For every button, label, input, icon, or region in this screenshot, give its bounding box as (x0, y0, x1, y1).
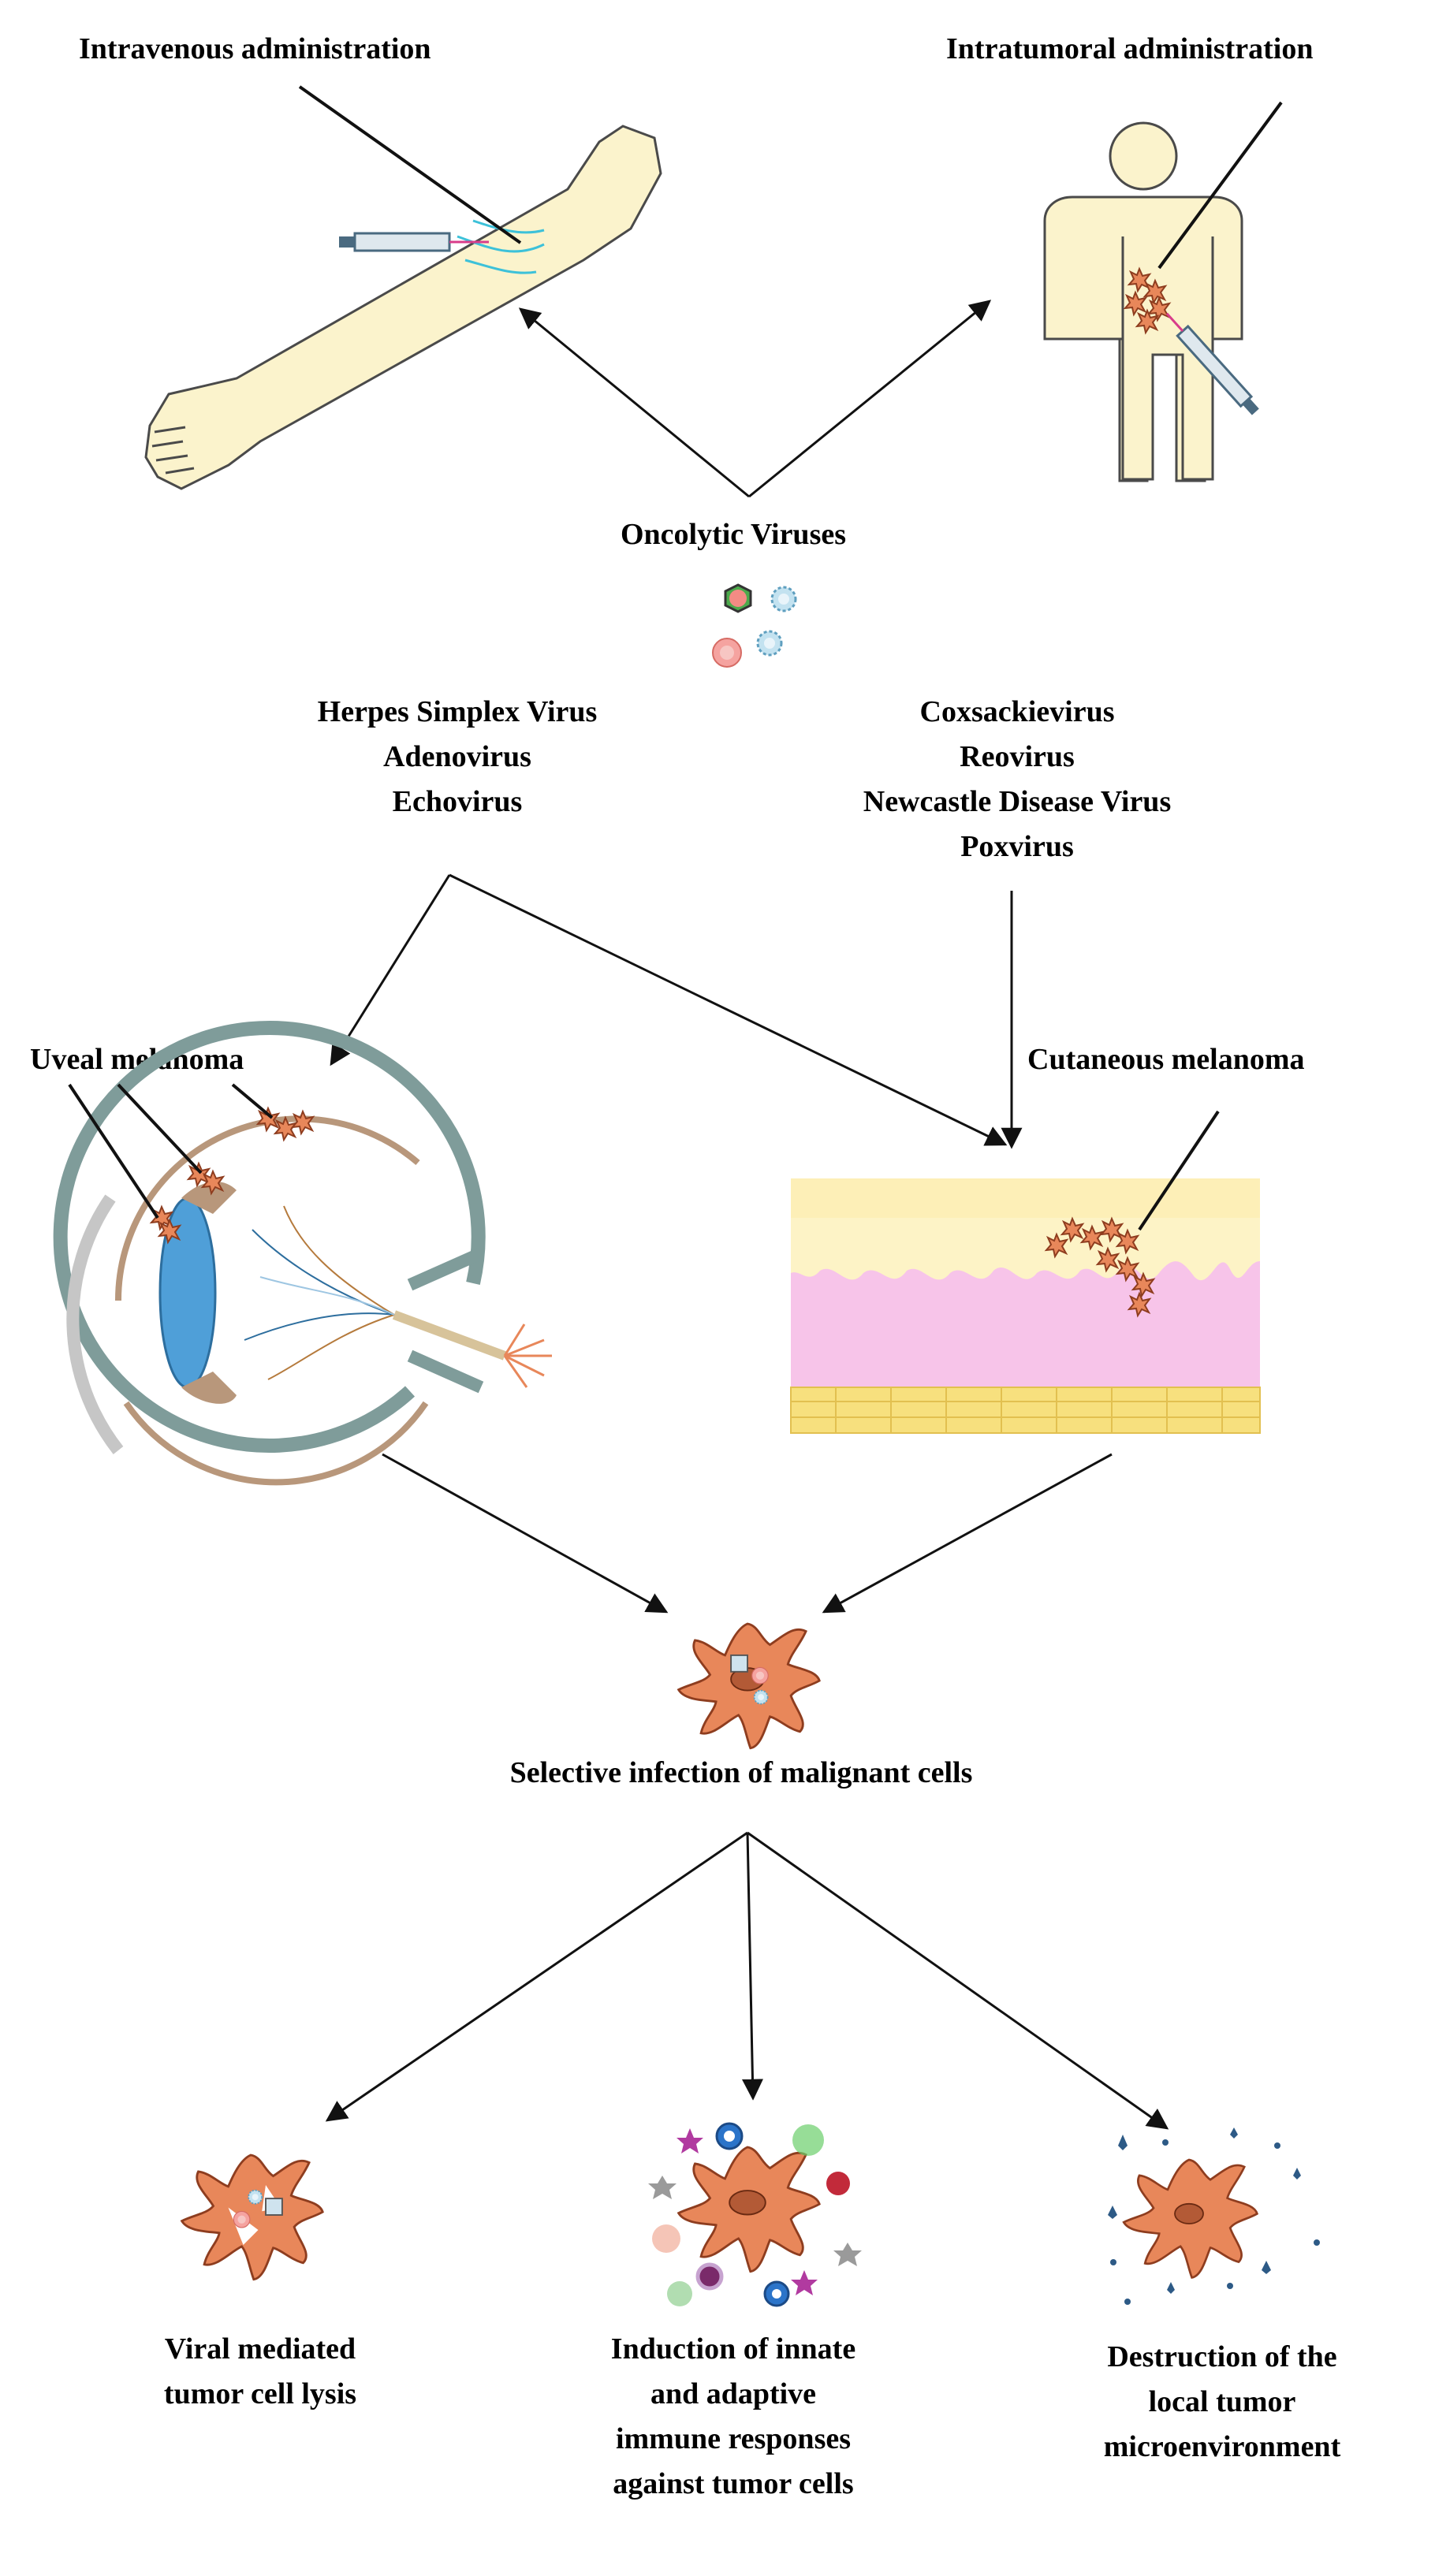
optic-nerve-fan-icon (503, 1323, 552, 1388)
lysed-cell-icon (181, 2153, 324, 2281)
virus-group-right: Coxsackievirus Reovirus Newcastle Diseas… (788, 690, 1246, 869)
outcome-line: local tumor (1148, 2385, 1296, 2418)
arrow-to-immune (741, 1832, 763, 2101)
virus-name: Echovirus (392, 785, 523, 818)
uveal-pointers (68, 1083, 274, 1219)
human-figure-icon (1043, 121, 1243, 482)
skin-section-icon (790, 1178, 1261, 1434)
virus-name: Adenovirus (383, 740, 531, 773)
virus-cluster-icon (712, 583, 797, 668)
arrow-left-to-cutaneous (449, 873, 1008, 1146)
arrow-to-intravenous (518, 307, 750, 498)
syringe-icon (339, 232, 489, 252)
infected-tumor-cell-icon (677, 1622, 821, 1750)
intratumoral-label: Intratumoral administration (946, 32, 1314, 65)
outcome-line: tumor cell lysis (163, 2377, 357, 2410)
outcome-line: microenvironment (1103, 2430, 1341, 2463)
arrow-to-lysis (325, 1831, 748, 2122)
outcome-line: and adaptive (650, 2377, 817, 2410)
arrow-to-destruction (747, 1831, 1169, 2130)
outcome-immune-label: Induction of innate and adaptive immune … (552, 2327, 915, 2507)
cutaneous-melanoma-label: Cutaneous melanoma (1027, 1043, 1305, 1076)
eye-icon (53, 1021, 552, 1486)
arrow-to-intratumoral (748, 300, 992, 498)
debris-cell-icon (1108, 2127, 1320, 2305)
intratumoral-pointer (1157, 101, 1283, 270)
intravenous-label: Intravenous administration (79, 32, 431, 65)
arrow-uveal-to-cell (382, 1453, 669, 1614)
virus-group-left: Herpes Simplex Virus Adenovirus Echoviru… (260, 690, 654, 825)
virus-name: Reovirus (960, 740, 1075, 773)
arrow-cutaneous-to-cell (822, 1453, 1113, 1614)
selective-infection-label: Selective infection of malignant cells (509, 1756, 973, 1789)
arm-icon (144, 125, 662, 490)
outcome-destruction-label: Destruction of the local tumor microenvi… (1057, 2335, 1388, 2470)
virus-name: Coxsackievirus (919, 695, 1115, 728)
outcome-lysis-label: Viral mediated tumor cell lysis (110, 2327, 410, 2417)
cutaneous-pointer (1138, 1110, 1220, 1231)
immune-cells-icon (648, 2122, 862, 2307)
virus-name: Newcastle Disease Virus (863, 785, 1172, 818)
virus-name: Herpes Simplex Virus (317, 695, 598, 728)
virus-name: Poxvirus (960, 830, 1074, 863)
outcome-line: immune responses (615, 2422, 852, 2455)
outcome-line: Induction of innate (610, 2332, 856, 2366)
vein-lines (457, 219, 545, 274)
outcome-line: Destruction of the (1107, 2340, 1337, 2373)
oncolytic-viruses-label: Oncolytic Viruses (620, 518, 847, 551)
syringe-icon (1165, 312, 1259, 415)
outcome-line: Viral mediated (164, 2332, 356, 2366)
outcome-line: against tumor cells (613, 2467, 854, 2500)
arrow-to-uveal (330, 874, 451, 1067)
intravenous-pointer (298, 85, 522, 244)
